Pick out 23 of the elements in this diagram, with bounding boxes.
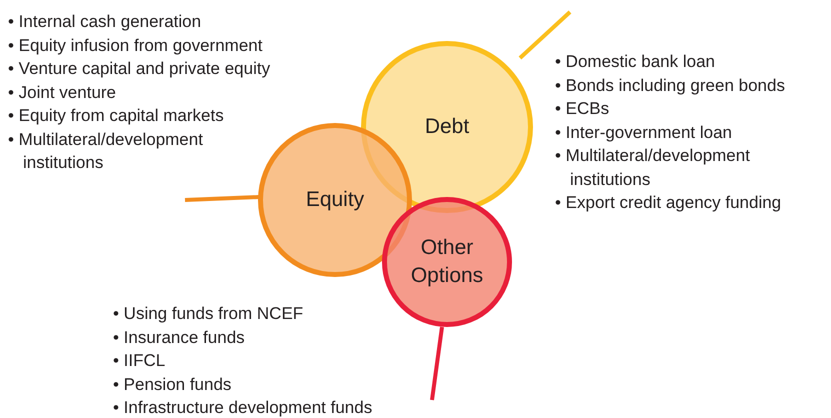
bullet-item: • Insurance funds <box>113 326 246 348</box>
bullet-item: • Infrastructure development funds <box>113 397 374 418</box>
bullet-item: • Joint venture <box>8 82 118 104</box>
bullet-item: • Equity infusion from government <box>8 34 264 56</box>
circle-label: Other Options <box>410 235 484 289</box>
leader-line <box>518 10 572 60</box>
leader-line <box>184 195 260 202</box>
bullet-item: • Export credit agency funding <box>555 192 782 214</box>
bullet-item: • Inter-government loan <box>555 122 733 144</box>
bullet-item: • IIFCL <box>113 350 166 372</box>
leader-line <box>430 326 444 400</box>
bullet-item: • Domestic bank loan <box>555 51 716 73</box>
bullet-item: • Multilateral/development institutions <box>555 145 751 190</box>
bullet-item: • Bonds including green bonds <box>555 74 786 96</box>
bullet-item: • Multilateral/development institutions <box>8 128 204 174</box>
bullet-item: • ECBs <box>555 98 610 120</box>
bullet-item: • Equity from capital markets <box>8 105 225 127</box>
bullet-item: • Pension funds <box>113 374 232 396</box>
circle-label: Debt <box>424 114 470 140</box>
bullet-item: • Venture capital and private equity <box>8 58 272 80</box>
bullet-item: • Internal cash generation <box>8 11 202 33</box>
bullet-item: • Using funds from NCEF <box>113 303 304 325</box>
circle-label: Equity <box>304 187 366 213</box>
